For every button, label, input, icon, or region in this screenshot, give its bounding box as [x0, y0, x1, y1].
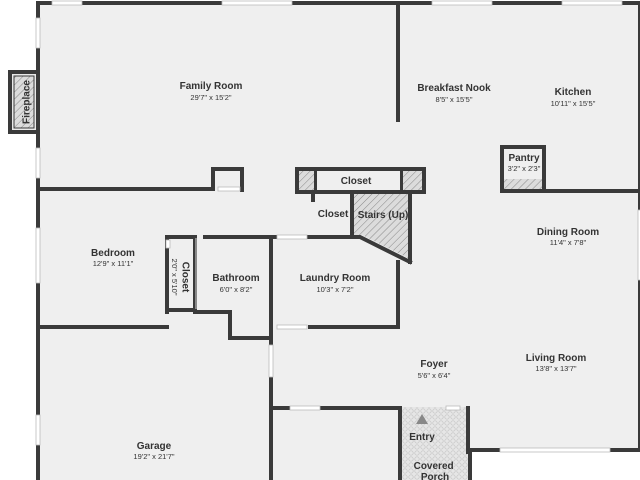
covered-porch-floor	[402, 407, 468, 480]
door-opening	[445, 405, 461, 411]
door-opening	[268, 344, 274, 378]
stairs-treads	[354, 194, 408, 258]
window	[35, 227, 41, 284]
room-labels: Family Room 29'7" x 15'2" Breakfast Nook…	[22, 80, 600, 480]
wall-laundry-east	[308, 260, 400, 329]
covered-porch-label: Covered Porch	[414, 461, 457, 480]
garage-dims: 19'2" x 21'7"	[133, 452, 174, 461]
closet-top-label: Closet	[341, 176, 372, 187]
bathroom-label: Bathroom	[212, 273, 259, 284]
fireplace-hearth	[13, 75, 35, 129]
walls	[8, 1, 640, 480]
bedroom-dims: 12'9" x 11'1"	[93, 259, 134, 268]
wall-bath-south	[193, 310, 273, 340]
family-room-dims: 29'7" x 15'2"	[190, 93, 231, 102]
entry-arrow-icon	[416, 414, 428, 424]
window	[499, 447, 611, 453]
covered-porch-line-2: Porch	[421, 472, 449, 480]
living-room-label: Living Room	[526, 353, 587, 364]
entry-label: Entry	[409, 432, 435, 443]
stairs-label: Stairs (Up)	[358, 210, 409, 221]
bathroom-dims: 6'0" x 8'2"	[220, 285, 253, 294]
wall-south-east	[468, 448, 640, 480]
wall-pantry	[500, 145, 547, 193]
closet-hatch-left	[299, 171, 314, 190]
window	[431, 0, 493, 6]
fireplace-label: Fireplace	[22, 80, 33, 124]
wall-stairs-south	[308, 235, 413, 265]
door-opening	[276, 324, 308, 330]
window	[637, 209, 640, 281]
window	[35, 147, 41, 179]
closet-bed-dims: 2'0" x 5'10"	[170, 259, 179, 296]
closet-bed-label: Closet	[179, 262, 190, 293]
dining-room-dims: 11'4" x 7'8"	[550, 238, 587, 247]
bedroom-label: Bedroom	[91, 248, 135, 259]
wall-closet-top	[295, 167, 426, 194]
fixtures	[13, 75, 542, 424]
window	[165, 239, 171, 249]
windows	[35, 0, 640, 453]
breakfast-nook-dims: 8'5" x 15'5"	[436, 95, 473, 104]
dining-room-label: Dining Room	[537, 227, 599, 238]
wall-chase	[211, 167, 244, 192]
window	[217, 186, 241, 192]
wall-closet-top-inner	[313, 169, 404, 192]
closet-mid-label: Closet	[318, 209, 349, 220]
wall-fireplace	[8, 70, 40, 134]
breakfast-nook-label: Breakfast Nook	[417, 83, 491, 94]
garage-label: Garage	[137, 441, 172, 452]
covered-porch-line-1: Covered	[414, 461, 454, 472]
window	[35, 414, 41, 446]
pantry-shelf	[504, 179, 542, 189]
window	[51, 0, 83, 6]
window	[35, 17, 41, 49]
kitchen-dims: 10'11" x 15'5"	[551, 99, 596, 108]
window	[221, 0, 293, 6]
door-opening	[289, 405, 321, 411]
foyer-label: Foyer	[420, 359, 447, 370]
closet-hatch-right	[403, 171, 422, 190]
door-opening	[276, 234, 308, 240]
kitchen-label: Kitchen	[555, 87, 592, 98]
laundry-room-label: Laundry Room	[300, 273, 371, 284]
family-room-label: Family Room	[180, 81, 243, 92]
pantry-dims: 3'2" x 2'3"	[508, 164, 541, 173]
pantry-label: Pantry	[508, 153, 540, 164]
laundry-room-dims: 10'3" x 7'2"	[317, 285, 354, 294]
window	[561, 0, 623, 6]
foyer-dims: 5'6" x 6'4"	[418, 371, 451, 380]
living-room-dims: 13'8" x 13'7"	[535, 364, 576, 373]
